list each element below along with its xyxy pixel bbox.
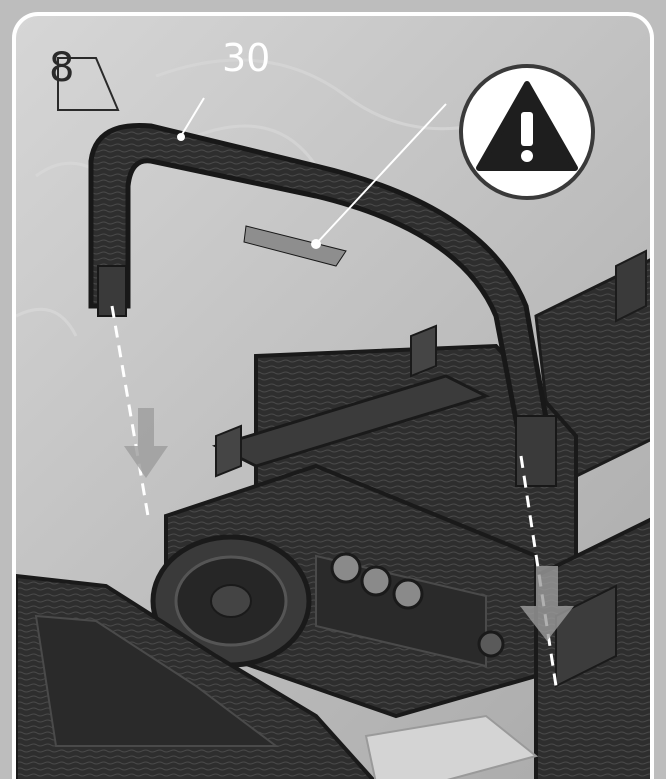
floor-plate (366, 716, 536, 779)
warning-triangle-icon (457, 62, 597, 202)
part-leader-dot (177, 133, 185, 141)
step-number: 8 (49, 42, 74, 94)
instruction-panel (12, 12, 654, 779)
part-leader-line (181, 98, 204, 136)
warning-leader-dot (311, 239, 321, 249)
part-number-label: 30 (222, 36, 270, 80)
down-arrow-icon (124, 408, 168, 478)
